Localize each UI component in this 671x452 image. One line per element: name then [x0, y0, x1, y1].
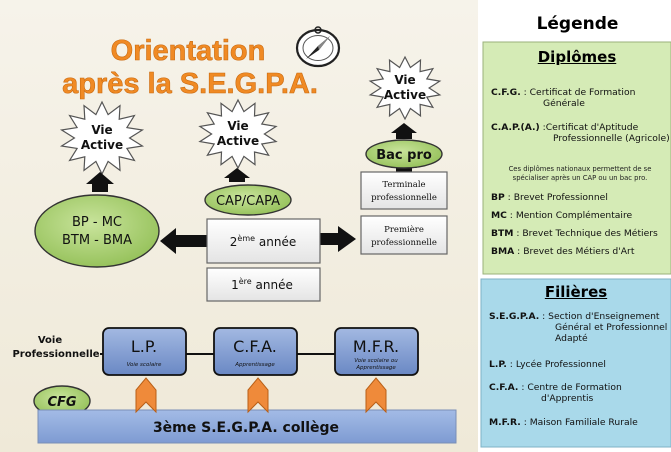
base-label: 3ème S.E.G.P.A. collège [153, 420, 339, 436]
terminale-line2: professionnelle [371, 193, 437, 203]
legend-entry-lp: L.P. : Lycée Professionnel [489, 359, 606, 370]
legend-entry-cfa: C.F.A. : Centre de Formation d'Apprentis [489, 382, 622, 404]
oval-bp-line1: BP - MC [72, 215, 122, 230]
voie-line2: Professionnelle [12, 349, 99, 360]
school-box-mfr: M.F.R. Voie scolaire ou Apprentissage [334, 327, 419, 376]
burst-1-line1: Vie [91, 123, 112, 137]
chevron-up-icon-mfr [365, 377, 387, 414]
filieres-title: Filières [544, 283, 608, 301]
legend-entry-segpa: S.E.G.P.A. : Section d'Enseignement Géné… [489, 311, 668, 344]
legend-entry-mfr: M.F.R. : Maison Familiale Rurale [489, 417, 638, 428]
legend-entry-cfg: C.F.G. : Certificat de Formation Général… [491, 87, 636, 109]
chevron-up-icon-cfa [247, 377, 269, 414]
oval-cap-capa: CAP/CAPA [204, 184, 292, 216]
title-line1: Orientation [111, 35, 266, 67]
oval-bp-line2: BTM - BMA [62, 233, 132, 248]
arrow-left-to-bp [160, 228, 208, 254]
school-lp-sub1: Voie scolaire [127, 362, 162, 368]
burst-1-line2: Active [81, 138, 123, 152]
vie-active-burst-3: Vie Active [368, 55, 442, 121]
legend-entry-btm: BTM : Brevet Technique des Métiers [491, 228, 658, 239]
year1-num: 1 [231, 278, 239, 292]
oval-cap-label: CAP/CAPA [216, 194, 280, 209]
year1-sup: ère [239, 276, 252, 286]
school-mfr-sub2: Apprentissage [355, 365, 396, 371]
burst-3-line2: Active [384, 88, 426, 102]
legend-diplomes-panel [482, 41, 671, 275]
arrow-up-bp [86, 172, 114, 192]
compass-icon [295, 26, 341, 68]
svg-text:2ème année: 2ème année [230, 233, 296, 249]
base-bar-3eme-segpa: 3ème S.E.G.P.A. collège [37, 409, 457, 444]
arrow-up-bacpro-burst [391, 123, 417, 139]
voie-line1: Voie [38, 335, 62, 346]
legend-diplomes: Diplômes C.F.G. : Certificat de Formatio… [483, 42, 671, 274]
school-cfa-name: C.F.A. [233, 337, 277, 356]
orange-chevrons [135, 377, 387, 414]
title-line2: après la S.E.G.P.A. [62, 68, 318, 100]
premiere-line2: professionnelle [371, 238, 437, 248]
year2-sup: ème [237, 233, 255, 243]
school-cfa-sub1: Apprentissage [234, 362, 275, 368]
oval-cfg-label: CFG [47, 395, 76, 410]
legend-title: Légende [536, 14, 619, 34]
box-2eme-annee: 2ème année [206, 218, 321, 264]
legend-filieres-panel [480, 278, 671, 448]
arrow-right-to-premiere [320, 226, 356, 252]
oval-bac-pro: Bac pro [365, 139, 443, 169]
year2-label: année [259, 235, 296, 249]
school-box-lp: L.P. Voie scolaire [102, 327, 187, 376]
burst-2-line1: Vie [227, 119, 248, 133]
vie-active-burst-2: Vie Active [198, 98, 278, 170]
premiere-line1: Première [384, 224, 424, 235]
vie-active-burst-1: Vie Active [59, 100, 145, 176]
oval-bacpro-label: Bac pro [376, 148, 432, 163]
arrow-up-cap [224, 168, 250, 182]
year1-label: année [256, 278, 293, 292]
legend-entry-cap: C.A.P.(A.) :Certificat d'Aptitude Profes… [491, 122, 670, 144]
diplomes-title: Diplômes [537, 48, 617, 66]
legend-entry-mc: MC : Mention Complémentaire [491, 210, 633, 221]
school-mfr-sub1: Voie scolaire ou [354, 358, 398, 364]
burst-3-line1: Vie [394, 73, 415, 87]
burst-2-line2: Active [217, 134, 259, 148]
diplomes-note: Ces diplômes nationaux permettent de se … [508, 165, 652, 182]
box-terminale-pro: Terminale professionnelle [360, 171, 448, 210]
legend-entry-bp: BP : Brevet Professionnel [491, 192, 608, 203]
legend-filieres: Filières S.E.G.P.A. : Section d'Enseigne… [481, 279, 671, 447]
box-1ere-annee: 1ère année [206, 267, 321, 302]
oval-bp-mc: BP - MC BTM - BMA [34, 194, 160, 268]
school-lp-name: L.P. [131, 337, 157, 356]
terminale-line1: Terminale [382, 180, 425, 190]
box-premiere-pro: Première professionnelle [360, 215, 448, 255]
year2-num: 2 [230, 235, 238, 249]
chevron-up-icon-lp [135, 377, 157, 414]
school-box-cfa: C.F.A. Apprentissage [213, 327, 298, 376]
legend-entry-bma: BMA : Brevet des Métiers d'Art [491, 246, 635, 257]
svg-text:1ère année: 1ère année [231, 276, 293, 292]
school-mfr-name: M.F.R. [353, 337, 399, 356]
